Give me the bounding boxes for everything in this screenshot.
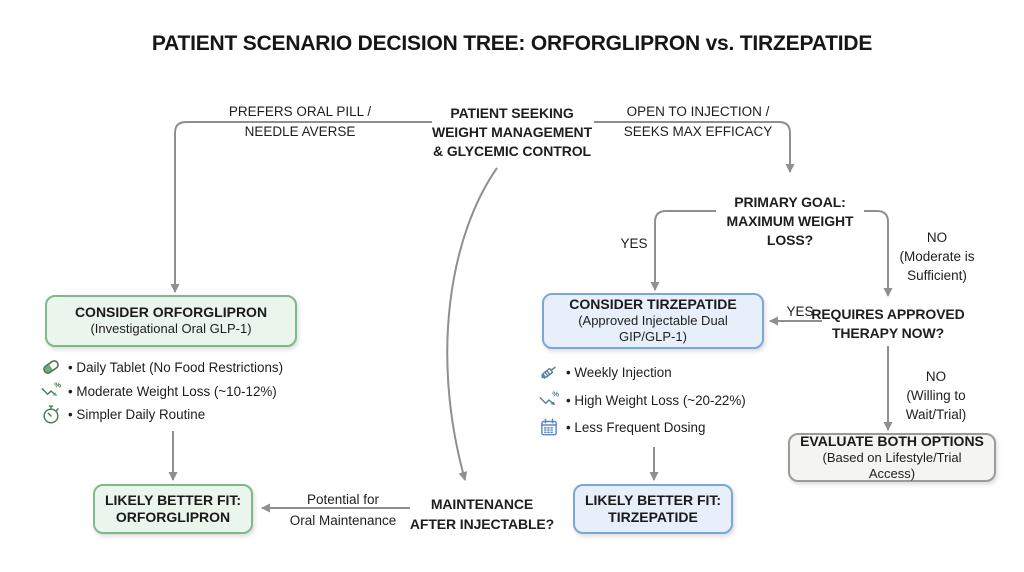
- likely-fit-orforglipron-text: LIKELY BETTER FIT: ORFORGLIPRON: [104, 491, 242, 525]
- orforglipron-feature-row: % • Moderate Weight Loss (~10-12%): [40, 379, 277, 403]
- feature-text: • Moderate Weight Loss (~10-12%): [68, 383, 277, 399]
- consider-tirzepatide-title: CONSIDER TIRZEPATIDE: [569, 296, 737, 312]
- feature-text: • High Weight Loss (~20-22%): [566, 392, 746, 408]
- primary-goal-no-label: NO (Moderate is Sufficient): [899, 230, 975, 283]
- svg-text:%: %: [54, 381, 61, 390]
- requires-therapy-yes-label: YES: [786, 304, 814, 319]
- feature-text: • Daily Tablet (No Food Restrictions): [68, 359, 284, 375]
- arrow-left-branch: [170, 121, 432, 293]
- tirzepatide-feature-row: % • High Weight Loss (~20-22%): [538, 388, 746, 412]
- evaluate-both-options-box: EVALUATE BOTH OPTIONS (Based on Lifestyl…: [788, 433, 996, 482]
- stopwatch-icon: [40, 403, 62, 425]
- arrow-primary-goal-yes: [650, 210, 716, 291]
- arrow-right-branch: [594, 121, 795, 173]
- svg-text:%: %: [552, 390, 559, 399]
- page-title: PATIENT SCENARIO DECISION TREE: ORFORGLI…: [151, 32, 873, 55]
- likely-fit-tirzepatide-text: LIKELY BETTER FIT: TIRZEPATIDE: [584, 491, 722, 525]
- weight-loss-chart-icon: %: [40, 380, 62, 402]
- evaluate-title: EVALUATE BOTH OPTIONS: [800, 432, 984, 449]
- consider-tirzepatide-subtitle: (Approved Injectable Dual GIP/GLP-1): [578, 313, 728, 344]
- consider-orforglipron-subtitle: (Investigational Oral GLP-1): [90, 321, 252, 336]
- feature-text: • Simpler Daily Routine: [68, 406, 206, 422]
- weight-loss-chart-icon: %: [538, 389, 560, 411]
- primary-goal-yes-label: YES: [620, 236, 648, 251]
- orforglipron-feature-row: • Simpler Daily Routine: [40, 402, 205, 426]
- tirzepatide-feature-row: • Less Frequent Dosing: [538, 415, 705, 439]
- evaluate-subtitle: (Based on Lifestyle/Trial Access): [822, 449, 962, 481]
- arrow-maintenance-curve: [446, 167, 498, 481]
- calendar-icon: [538, 416, 560, 438]
- tirzepatide-feature-row: • Weekly Injection: [538, 360, 672, 384]
- likely-fit-tirzepatide-box: LIKELY BETTER FIT: TIRZEPATIDE: [573, 484, 733, 534]
- consider-orforglipron-title: CONSIDER ORFORGLIPRON: [74, 304, 268, 320]
- likely-fit-orforglipron-box: LIKELY BETTER FIT: ORFORGLIPRON: [93, 484, 253, 534]
- left-branch-label: PREFERS ORAL PILL / NEEDLE AVERSE: [228, 104, 372, 139]
- consider-tirzepatide-box: CONSIDER TIRZEPATIDE (Approved Injectabl…: [542, 293, 764, 349]
- oral-maintenance-label-bottom: Oral Maintenance: [289, 513, 397, 528]
- requires-therapy-no-label: NO (Willing to Wait/Trial): [905, 369, 967, 422]
- right-branch-label: OPEN TO INJECTION / SEEKS MAX EFFICACY: [623, 104, 773, 139]
- decision-requires-therapy: REQUIRES APPROVED THERAPY NOW?: [811, 306, 965, 341]
- consider-orforglipron-box: CONSIDER ORFORGLIPRON (Investigational O…: [45, 295, 297, 347]
- feature-text: • Weekly Injection: [566, 364, 672, 380]
- syringe-icon: [538, 361, 560, 383]
- arrow-primary-goal-no: [864, 210, 893, 297]
- feature-text: • Less Frequent Dosing: [566, 419, 706, 435]
- decision-maintenance: MAINTENANCE AFTER INJECTABLE?: [409, 496, 555, 532]
- root-node: PATIENT SEEKING WEIGHT MANAGEMENT & GLYC…: [431, 105, 593, 159]
- orforglipron-feature-row: • Daily Tablet (No Food Restrictions): [40, 355, 283, 379]
- decision-primary-goal: PRIMARY GOAL: MAXIMUM WEIGHT LOSS?: [726, 194, 854, 248]
- pill-icon: [40, 356, 62, 378]
- oral-maintenance-label-top: Potential for: [306, 492, 380, 507]
